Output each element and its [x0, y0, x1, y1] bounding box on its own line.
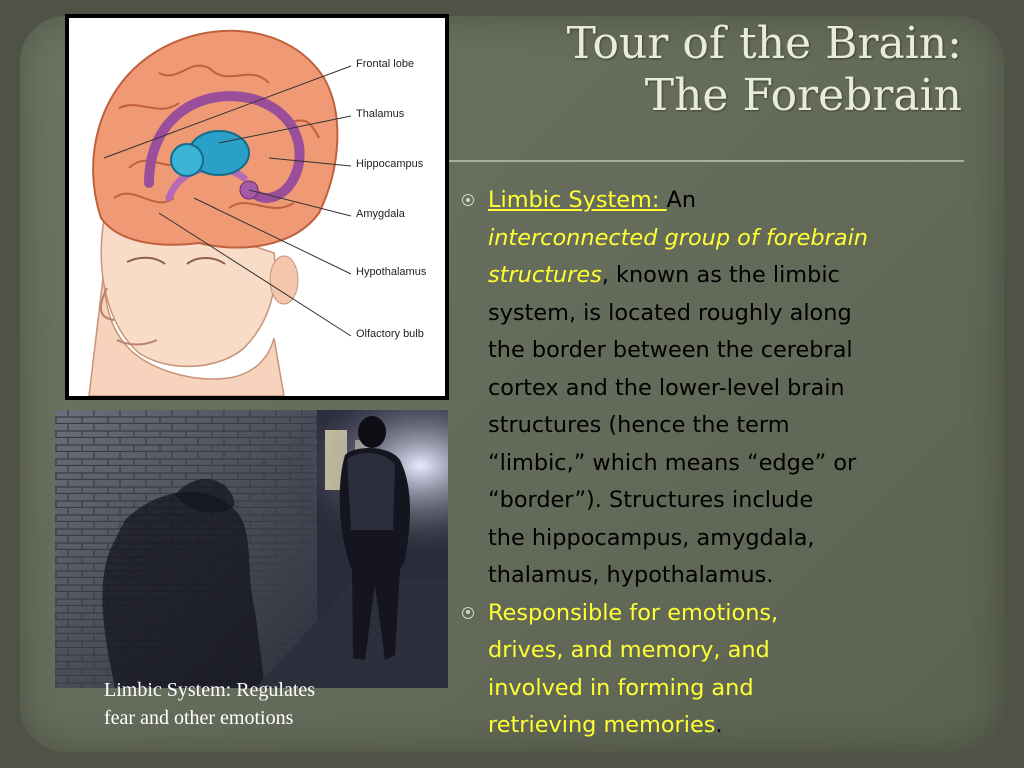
- label-amygdala: Amygdala: [356, 208, 405, 220]
- text-line: interconnected group of forebrain: [488, 220, 972, 258]
- text-run: structures: [488, 262, 602, 288]
- content-area: Limbic System: An interconnected group of…: [462, 182, 972, 745]
- title-line-1: Tour of the Brain:: [566, 18, 962, 69]
- ring-dot-icon: [462, 606, 474, 619]
- label-olfactory-bulb: Olfactory bulb: [356, 328, 424, 340]
- text-run: .: [715, 712, 723, 738]
- text-line: system, is located roughly along: [488, 295, 972, 333]
- caption-line-1: Limbic System: Regulates: [104, 679, 316, 701]
- text-run: interconnected group of forebrain: [488, 224, 868, 251]
- slide-title: Tour of the Brain: The Forebrain: [502, 18, 962, 122]
- title-divider: [445, 160, 964, 162]
- text-line: thalamus, hypothalamus.: [488, 557, 972, 595]
- alley-scene: [55, 410, 448, 688]
- text-line: structures, known as the limbic: [488, 257, 972, 295]
- brain-illustration: Frontal lobe Thalamus Hippocampus Amygda…: [65, 14, 449, 400]
- text-line: the border between the cerebral: [488, 332, 972, 370]
- text-line: the hippocampus, amygdala,: [488, 520, 972, 558]
- text-run: the hippocampus, amygdala,: [488, 524, 815, 551]
- text-run: Limbic System:: [488, 187, 667, 213]
- bullet-responsible-for: Responsible for emotions, drives, and mem…: [462, 595, 972, 745]
- text-line: involved in forming and: [488, 670, 972, 708]
- label-hippocampus: Hippocampus: [356, 158, 424, 170]
- text-run: the border between the cerebral: [488, 337, 853, 363]
- text-line: “limbic,” which means “edge” or: [488, 445, 972, 483]
- text-run: Responsible for emotions,: [488, 599, 779, 626]
- label-frontal-lobe: Frontal lobe: [356, 58, 415, 70]
- text-line: cortex and the lower-level brain: [488, 370, 972, 408]
- text-run: “border”). Structures include: [488, 487, 814, 513]
- text-run: structures (hence the term: [488, 412, 790, 438]
- text-run: cortex and the lower-level brain: [488, 374, 845, 401]
- text-run: “limbic,” which means “edge” or: [488, 449, 857, 476]
- text-line: Responsible for emotions,: [488, 595, 972, 633]
- text-run: An: [666, 187, 697, 213]
- text-run: , known as the limbic: [601, 262, 840, 288]
- brain-drawing: [88, 29, 352, 396]
- text-run: drives, and memory, and: [488, 637, 770, 663]
- text-line: retrieving memories.: [488, 707, 972, 745]
- text-line: drives, and memory, and: [488, 632, 972, 670]
- text-run: involved in forming and: [488, 674, 754, 701]
- alley-photo: [55, 410, 448, 688]
- label-thalamus: Thalamus: [356, 108, 405, 120]
- label-hypothalamus: Hypothalamus: [356, 266, 427, 278]
- bullet-limbic-system: Limbic System: An interconnected group of…: [462, 182, 972, 595]
- text-run: thalamus, hypothalamus.: [488, 562, 774, 588]
- photo-caption: Limbic System: Regulates fear and other …: [104, 676, 424, 732]
- text-line: Limbic System: An: [488, 182, 972, 220]
- text-line: structures (hence the term: [488, 407, 972, 445]
- text-run: retrieving memories: [488, 712, 716, 738]
- title-line-2: The Forebrain: [644, 70, 962, 121]
- text-run: system, is located roughly along: [488, 299, 852, 326]
- text-line: “border”). Structures include: [488, 482, 972, 520]
- caption-line-2: fear and other emotions: [104, 707, 294, 729]
- ring-dot-icon: [462, 194, 474, 206]
